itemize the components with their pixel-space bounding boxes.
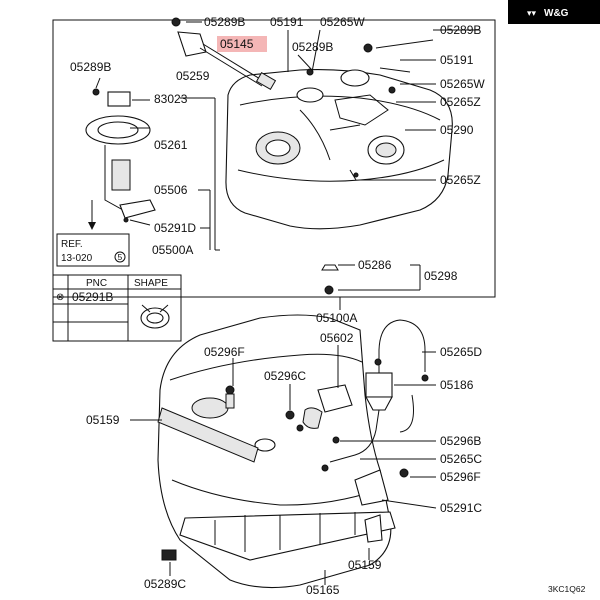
label-05286[interactable]: 05286 — [358, 258, 392, 272]
label-05261[interactable]: 05261 — [154, 138, 188, 152]
label-05259[interactable]: 05259 — [176, 69, 210, 83]
brand-badge: ▾▾ W&G — [508, 0, 600, 24]
label-05298[interactable]: 05298 — [424, 269, 458, 283]
ref-circle-number: 5 — [118, 252, 123, 262]
ref-line2: 13-020 — [61, 253, 93, 264]
label-05296F-b[interactable]: 05296F — [440, 470, 481, 484]
label-05165[interactable]: 05165 — [306, 583, 340, 597]
label-05289B-top[interactable]: 05289B — [204, 15, 245, 29]
clamp-shape-icon — [140, 304, 170, 329]
label-05296B[interactable]: 05296B — [440, 434, 481, 448]
label-05291C[interactable]: 05291C — [440, 501, 482, 515]
label-05289B-right[interactable]: 05289B — [440, 23, 481, 37]
label-05500A[interactable]: 05500A — [152, 243, 193, 257]
label-05100A[interactable]: 05100A — [316, 311, 357, 325]
pnc-table: PNC SHAPE ⊗ 05291B — [52, 274, 182, 342]
fuel-filter-assembly — [161, 319, 429, 561]
ref-box: REF. 13-020 5 — [56, 200, 130, 267]
label-05191-top[interactable]: 05191 — [270, 15, 304, 29]
label-05186[interactable]: 05186 — [440, 378, 474, 392]
highlight-box — [217, 36, 267, 52]
label-05296F-a[interactable]: 05296F — [204, 345, 245, 359]
label-05265W-top[interactable]: 05265W — [320, 15, 365, 29]
leader-lines-upper — [95, 21, 480, 310]
label-05159-bottom[interactable]: 05159 — [348, 558, 382, 572]
pnc-header: PNC — [86, 278, 107, 289]
label-05265D[interactable]: 05265D — [440, 345, 482, 359]
part-labels: 05289B 05191 05265W 05289B 05145 05289B … — [70, 15, 586, 597]
label-05296C[interactable]: 05296C — [264, 369, 306, 383]
upper-assembly-frame — [52, 19, 496, 298]
label-83023[interactable]: 83023 — [154, 92, 188, 106]
label-05265C[interactable]: 05265C — [440, 452, 482, 466]
shape-header: SHAPE — [134, 278, 168, 289]
fuel-pump-module — [85, 88, 156, 223]
brand-logo-icon: ▾▾ — [527, 8, 537, 18]
pnc-row1: 05291B — [72, 290, 113, 304]
label-05265W-right[interactable]: 05265W — [440, 77, 485, 91]
label-05289C[interactable]: 05289C — [144, 577, 186, 591]
sending-unit — [171, 17, 277, 91]
ref-line1: REF. — [61, 239, 83, 250]
row-marker-icon: ⊗ — [56, 292, 64, 303]
label-05506[interactable]: 05506 — [154, 183, 188, 197]
fuel-tank-upper — [225, 69, 453, 230]
figure-code: 3KC1Q62 — [548, 584, 586, 594]
label-05191-right[interactable]: 05191 — [440, 53, 474, 67]
label-05159-left[interactable]: 05159 — [86, 413, 120, 427]
brand-text: W&G — [544, 8, 569, 19]
label-05265Z-b[interactable]: 05265Z — [440, 173, 481, 187]
label-05291D[interactable]: 05291D — [154, 221, 196, 235]
label-05145-highlighted[interactable]: 05145 — [220, 37, 254, 51]
leader-lines-lower — [130, 345, 437, 585]
small-parts-upper — [306, 43, 411, 295]
fuel-tank-lower — [157, 314, 396, 589]
label-05265Z-a[interactable]: 05265Z — [440, 95, 481, 109]
label-05602[interactable]: 05602 — [320, 331, 354, 345]
label-05289B-left[interactable]: 05289B — [70, 60, 111, 74]
label-05290[interactable]: 05290 — [440, 123, 474, 137]
label-05289B-mid[interactable]: 05289B — [292, 40, 333, 54]
